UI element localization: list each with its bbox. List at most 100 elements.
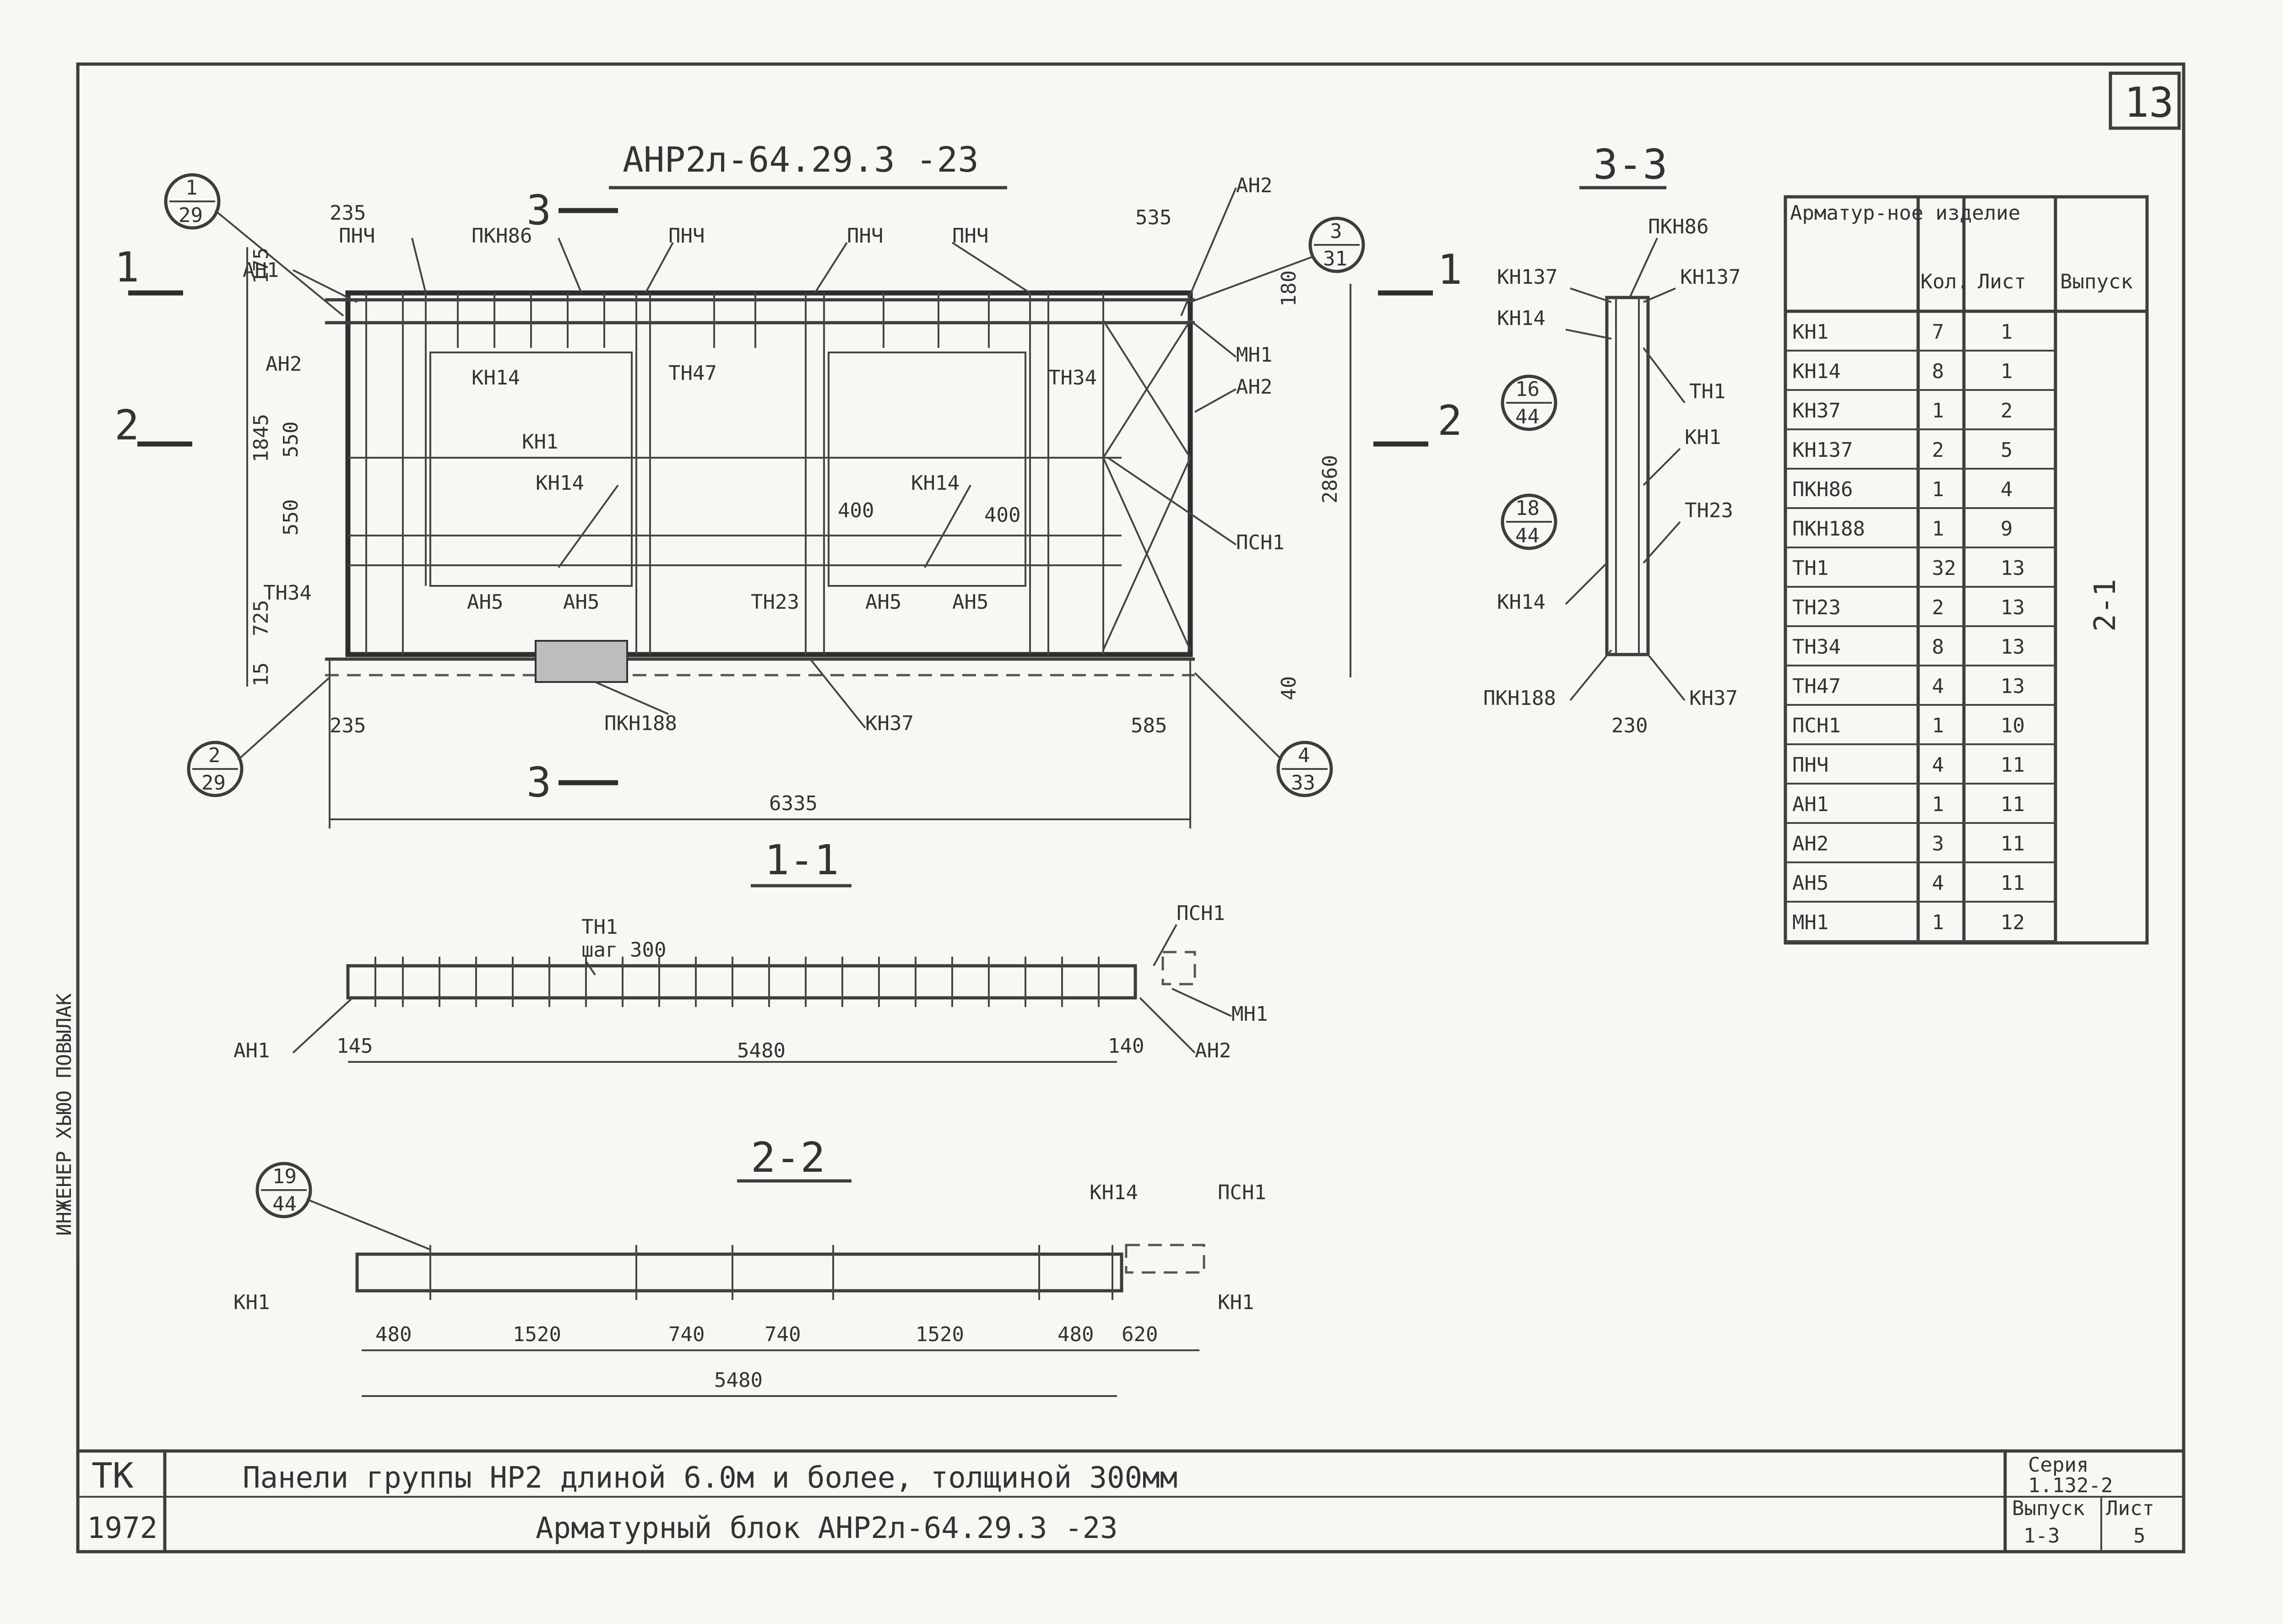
section-1-1-psn-box — [1161, 951, 1196, 985]
title-line-2: Арматурный блок АНР2л-64.29.3 -23 — [536, 1511, 1118, 1545]
spec-header-release: Выпуск — [2060, 270, 2133, 293]
svg-text:585: 585 — [1131, 714, 1167, 737]
sheet-label: Лист — [2106, 1497, 2154, 1520]
svg-text:550: 550 — [279, 499, 303, 536]
side-stamp: ИНЖЕНЕР ХЬЮО ПОВЫЛАК — [53, 993, 76, 1236]
spec-item: КН14 — [1792, 360, 1841, 383]
spec-qty: 1 — [1932, 911, 1944, 934]
svg-text:КН14: КН14 — [1497, 590, 1545, 614]
svg-text:КН1: КН1 — [1685, 426, 1721, 449]
section-1-1-body — [346, 964, 1137, 1000]
svg-text:ТН1: ТН1 — [581, 915, 618, 939]
spec-qty: 4 — [1932, 675, 1944, 698]
svg-text:44: 44 — [1515, 405, 1540, 428]
main-dimensions: 235 535 175 1845 550 550 725 15 180 2860… — [249, 201, 1342, 815]
svg-text:ТН1: ТН1 — [1689, 380, 1725, 403]
spec-item: КН37 — [1792, 399, 1841, 422]
spec-release-value: 2-1 — [2088, 579, 2122, 632]
svg-text:ПКН188: ПКН188 — [604, 712, 677, 735]
spec-sheet: 11 — [2001, 753, 2025, 777]
svg-text:145: 145 — [336, 1034, 373, 1058]
spec-item: ТН1 — [1792, 557, 1828, 580]
opening-right — [828, 352, 1026, 587]
spec-sheet: 4 — [2001, 478, 2013, 501]
spec-qty: 3 — [1932, 832, 1944, 855]
callout-1-29: 1 29 — [164, 173, 344, 317]
svg-text:ПСН1: ПСН1 — [1177, 902, 1225, 925]
svg-text:КН14: КН14 — [536, 471, 584, 495]
svg-text:АН2: АН2 — [1236, 174, 1272, 197]
section-2-2-title: 2-2 — [751, 1134, 825, 1182]
svg-text:16: 16 — [1515, 378, 1540, 401]
section-1-1-ticks — [374, 957, 1100, 1007]
svg-text:5480: 5480 — [714, 1369, 763, 1392]
spec-sheet: 2 — [2001, 399, 2013, 422]
spec-item: КН137 — [1792, 438, 1853, 462]
svg-text:КН1: КН1 — [1218, 1291, 1254, 1314]
svg-text:КН14: КН14 — [1090, 1181, 1138, 1204]
title-line-1: Панели группы НР2 длиной 6.0м и более, т… — [243, 1461, 1177, 1495]
svg-text:3: 3 — [526, 186, 551, 234]
svg-text:МН1: МН1 — [1231, 1002, 1268, 1026]
release-value: 1-3 — [2023, 1524, 2060, 1548]
svg-text:ПНЧ: ПНЧ — [668, 224, 705, 248]
section-2-2-labels: КН14 ПСН1 КН1 КН1 — [233, 1181, 1266, 1314]
sheet-number-box — [2109, 71, 2181, 130]
spec-sheet: 13 — [2001, 675, 2025, 698]
spec-sheet: 11 — [2001, 793, 2025, 816]
opening-left — [429, 352, 633, 587]
org-code: ТК — [92, 1455, 134, 1496]
svg-text:6335: 6335 — [769, 792, 818, 815]
section-3-3-leaders — [1565, 238, 1686, 701]
spec-qty: 32 — [1932, 557, 1956, 580]
spec-qty: 7 — [1932, 320, 1944, 344]
svg-text:КН37: КН37 — [865, 712, 914, 735]
svg-text:АН5: АН5 — [563, 590, 599, 614]
spec-header-sheet: Лист — [1978, 270, 2026, 293]
svg-text:4: 4 — [1298, 744, 1310, 767]
spec-sheet: 12 — [2001, 911, 2025, 934]
svg-text:19: 19 — [272, 1165, 297, 1188]
section-2-2-ticks — [429, 1245, 1113, 1300]
section-2-2-body — [355, 1252, 1123, 1293]
svg-text:АН1: АН1 — [233, 1039, 270, 1062]
spec-sheet: 13 — [2001, 635, 2025, 659]
svg-text:5480: 5480 — [737, 1039, 786, 1062]
spec-item: ПНЧ — [1792, 753, 1828, 777]
svg-text:180: 180 — [1277, 271, 1301, 307]
callout-3-31: 3 31 — [1190, 217, 1365, 303]
svg-text:29: 29 — [179, 204, 203, 227]
svg-text:400: 400 — [838, 499, 874, 522]
stirrups — [365, 293, 1104, 655]
svg-text:230: 230 — [1611, 714, 1648, 737]
spec-item: ТН34 — [1792, 635, 1841, 659]
spec-header-item: Арматур-ное изделие — [1790, 201, 2020, 225]
svg-text:480: 480 — [1057, 1323, 1094, 1346]
pkn188-block — [535, 640, 628, 683]
series-value: 1.132-2 — [2028, 1474, 2113, 1497]
section-1-1-leaders — [292, 924, 1232, 1054]
svg-text:235: 235 — [330, 714, 366, 737]
sheet-value: 5 — [2133, 1524, 2146, 1548]
diag-2 — [1102, 319, 1191, 459]
svg-text:535: 535 — [1135, 206, 1171, 229]
svg-text:КН37: КН37 — [1689, 687, 1738, 710]
svg-text:ТН34: ТН34 — [263, 581, 312, 605]
section-3-3-callouts: 16 44 18 44 — [1501, 374, 1557, 550]
section-2-2-dims: 480 1520 740 740 1520 480 620 5480 — [375, 1323, 1158, 1392]
callout-19-44: 19 44 — [255, 1162, 431, 1250]
spec-qty: 2 — [1932, 438, 1944, 462]
callout-2-29: 2 29 — [187, 677, 331, 797]
spec-qty: 8 — [1932, 635, 1944, 659]
svg-text:18: 18 — [1515, 497, 1540, 520]
main-title: АНР2л-64.29.3 -23 — [623, 139, 979, 180]
svg-text:ПКН86: ПКН86 — [1648, 215, 1708, 238]
svg-text:1520: 1520 — [916, 1323, 964, 1346]
svg-text:1: 1 — [114, 244, 139, 292]
section-3-3-body — [1605, 296, 1650, 656]
spec-item: АН1 — [1792, 793, 1828, 816]
svg-text:2: 2 — [1437, 397, 1462, 445]
svg-text:АН1: АН1 — [243, 259, 279, 282]
spec-item: АН5 — [1792, 872, 1828, 895]
